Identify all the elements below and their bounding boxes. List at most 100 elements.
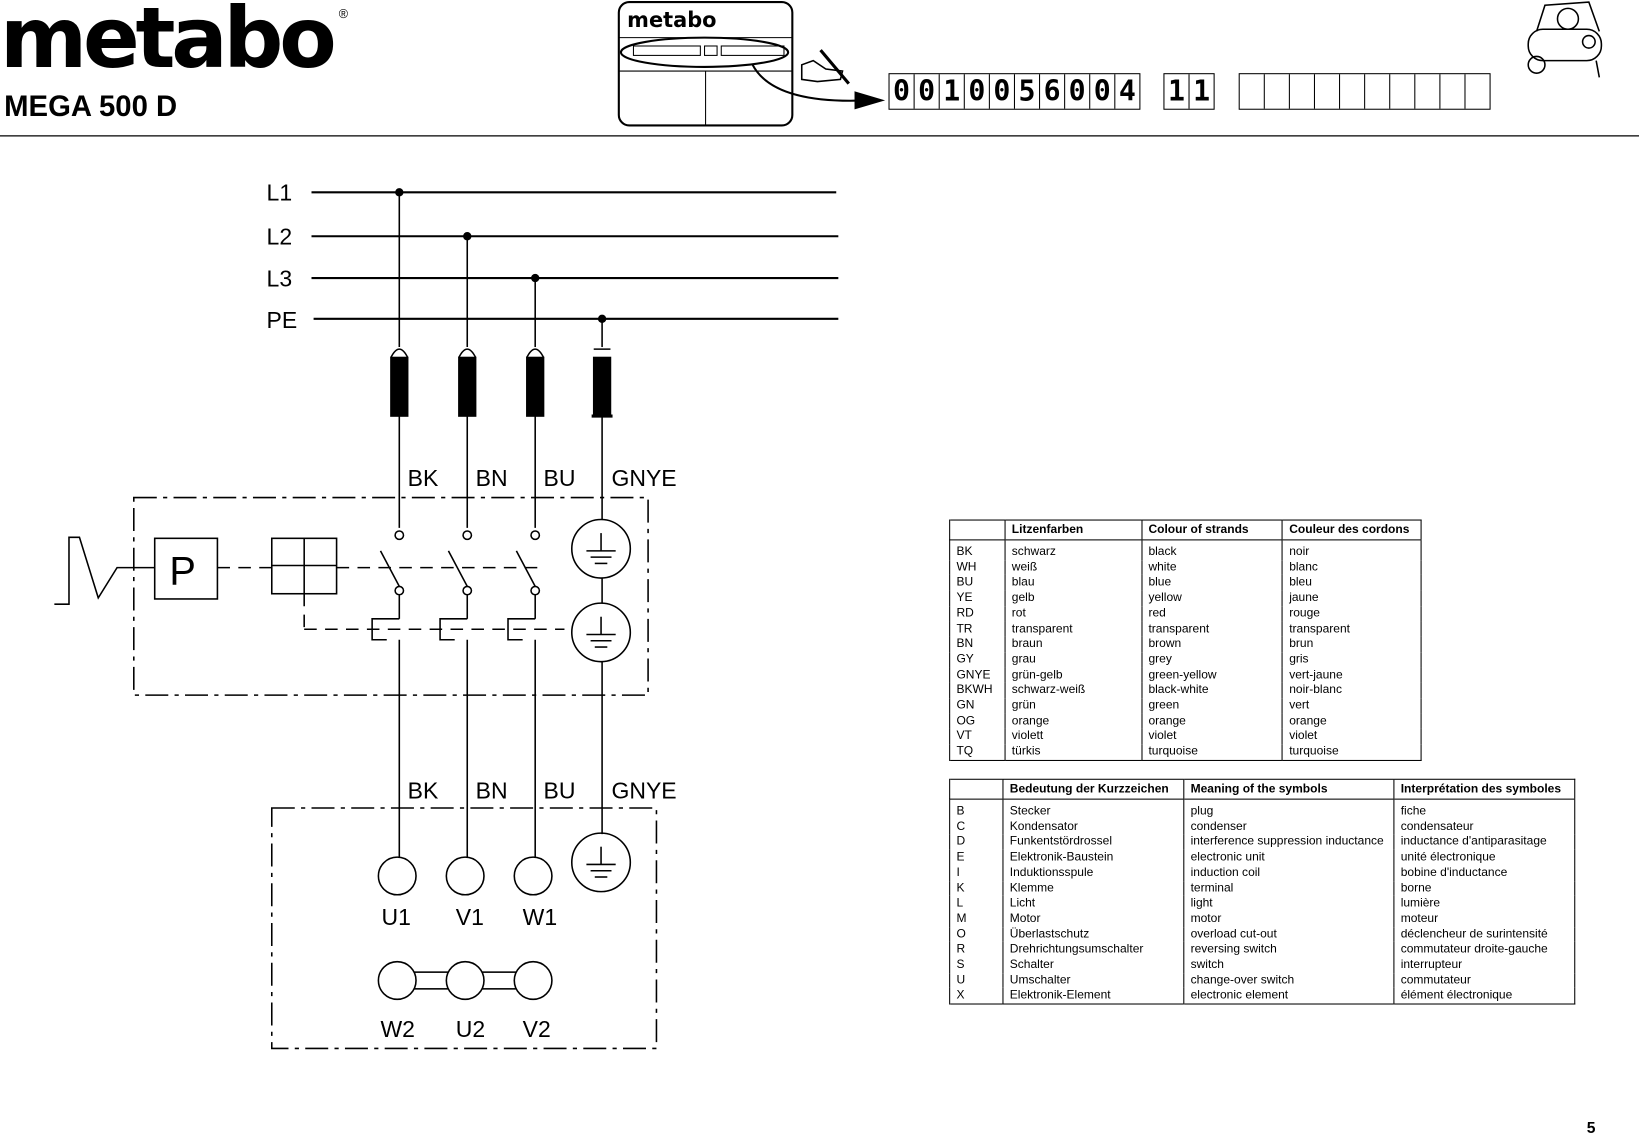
table-cell: GN: [949, 698, 1006, 714]
blank-cell: [1415, 74, 1441, 109]
table-cell: yellow: [1141, 590, 1283, 607]
table-cell: C: [949, 819, 1003, 835]
table-cell: grün-gelb: [1004, 667, 1142, 683]
table-cell: turquoise: [1141, 744, 1283, 761]
table-cell: lumière: [1393, 896, 1575, 912]
page-number: 5: [1586, 1119, 1596, 1137]
table-cell: condensateur: [1393, 819, 1575, 835]
table-cell: black: [1141, 539, 1283, 560]
table-cell: motor: [1183, 911, 1394, 927]
table-cell: Elektronik-Element: [1002, 988, 1184, 1005]
column-header: [949, 779, 1003, 800]
pressure-sensor-icon: [54, 536, 155, 605]
label-pe: PE: [267, 307, 298, 333]
table-cell: grün: [1004, 698, 1142, 714]
blank-cell: [1340, 74, 1366, 109]
table-cell: interference suppression inductance: [1183, 834, 1394, 850]
table-cell: GY: [949, 652, 1006, 668]
table-cell: green: [1141, 698, 1283, 714]
table-cell: orange: [1141, 713, 1283, 730]
column-header: Bedeutung der Kurzzeichen: [1002, 779, 1184, 800]
serial-digit: 0: [1065, 74, 1091, 109]
column-header: Couleur des cordons: [1281, 520, 1422, 541]
nameplate-brand: metabo: [627, 8, 716, 32]
label-l2: L2: [267, 224, 293, 250]
blank-cell: [1315, 74, 1341, 109]
table-cell: jaune: [1281, 590, 1422, 607]
terminal-w1: W1: [523, 904, 557, 930]
table-cell: RD: [949, 606, 1006, 622]
serial-digit: 0: [990, 74, 1015, 109]
table-cell: BK: [949, 539, 1006, 560]
table-cell: terminal: [1183, 880, 1394, 897]
table-cell: bleu: [1281, 575, 1422, 591]
table-cell: black-white: [1141, 682, 1283, 699]
terminal-v1: V1: [456, 904, 484, 930]
table-cell: türkis: [1004, 744, 1142, 761]
table-cell: red: [1141, 606, 1283, 622]
table-cell: vert-jaune: [1281, 667, 1422, 683]
table-cell: reversing switch: [1183, 942, 1394, 958]
table-cell: déclencheur de surintensité: [1393, 926, 1575, 943]
wire-label-bn: BN: [476, 465, 508, 491]
table-cell: grey: [1141, 652, 1283, 668]
mechanical-linkage: [217, 566, 565, 631]
blank-cell: [1466, 74, 1490, 108]
wire-label-bk: BK: [408, 465, 439, 491]
table-cell: induction coil: [1183, 865, 1394, 881]
table-cell: overload cut-out: [1183, 926, 1394, 943]
table-cell: TR: [949, 621, 1006, 637]
table-cell: O: [949, 926, 1003, 943]
serial-digit: 5: [1015, 74, 1041, 109]
table-cell: green-yellow: [1141, 667, 1283, 683]
table-cell: orange: [1004, 713, 1142, 730]
table-cell: plug: [1183, 799, 1394, 820]
table-cell: transparent: [1141, 621, 1283, 637]
ground-icon: [570, 518, 632, 835]
table-cell: violett: [1004, 729, 1142, 745]
table-cell: X: [949, 988, 1003, 1005]
table-cell: transparent: [1004, 621, 1142, 637]
metabo-logo: metabo: [0, 0, 337, 87]
table-cell: Umschalter: [1002, 972, 1184, 989]
table-cell: orange: [1281, 713, 1422, 730]
table-cell: Schalter: [1002, 957, 1184, 973]
table-cell: violet: [1141, 729, 1283, 745]
table-cell: brun: [1281, 636, 1422, 653]
table-cell: rot: [1004, 606, 1142, 622]
table-cell: élément électronique: [1393, 988, 1575, 1005]
table-cell: interrupteur: [1393, 957, 1575, 973]
blank-cells: [1238, 73, 1491, 110]
blank-cell: [1365, 74, 1391, 109]
table-cell: gris: [1281, 652, 1422, 668]
table-cell: inductance d'antiparasitage: [1393, 834, 1575, 850]
table-cell: commutateur: [1393, 972, 1575, 989]
table-cell: Drehrichtungsumschalter: [1002, 942, 1184, 958]
blank-cell: [1390, 74, 1416, 109]
terminal-u1: U1: [382, 904, 411, 930]
serial-digit: 6: [1040, 74, 1066, 109]
table-cell: Licht: [1002, 896, 1184, 912]
table-cell: Motor: [1002, 911, 1184, 927]
label-l1: L1: [267, 180, 293, 206]
serial-digit: 0: [890, 74, 915, 109]
table-cell: gelb: [1004, 590, 1142, 607]
